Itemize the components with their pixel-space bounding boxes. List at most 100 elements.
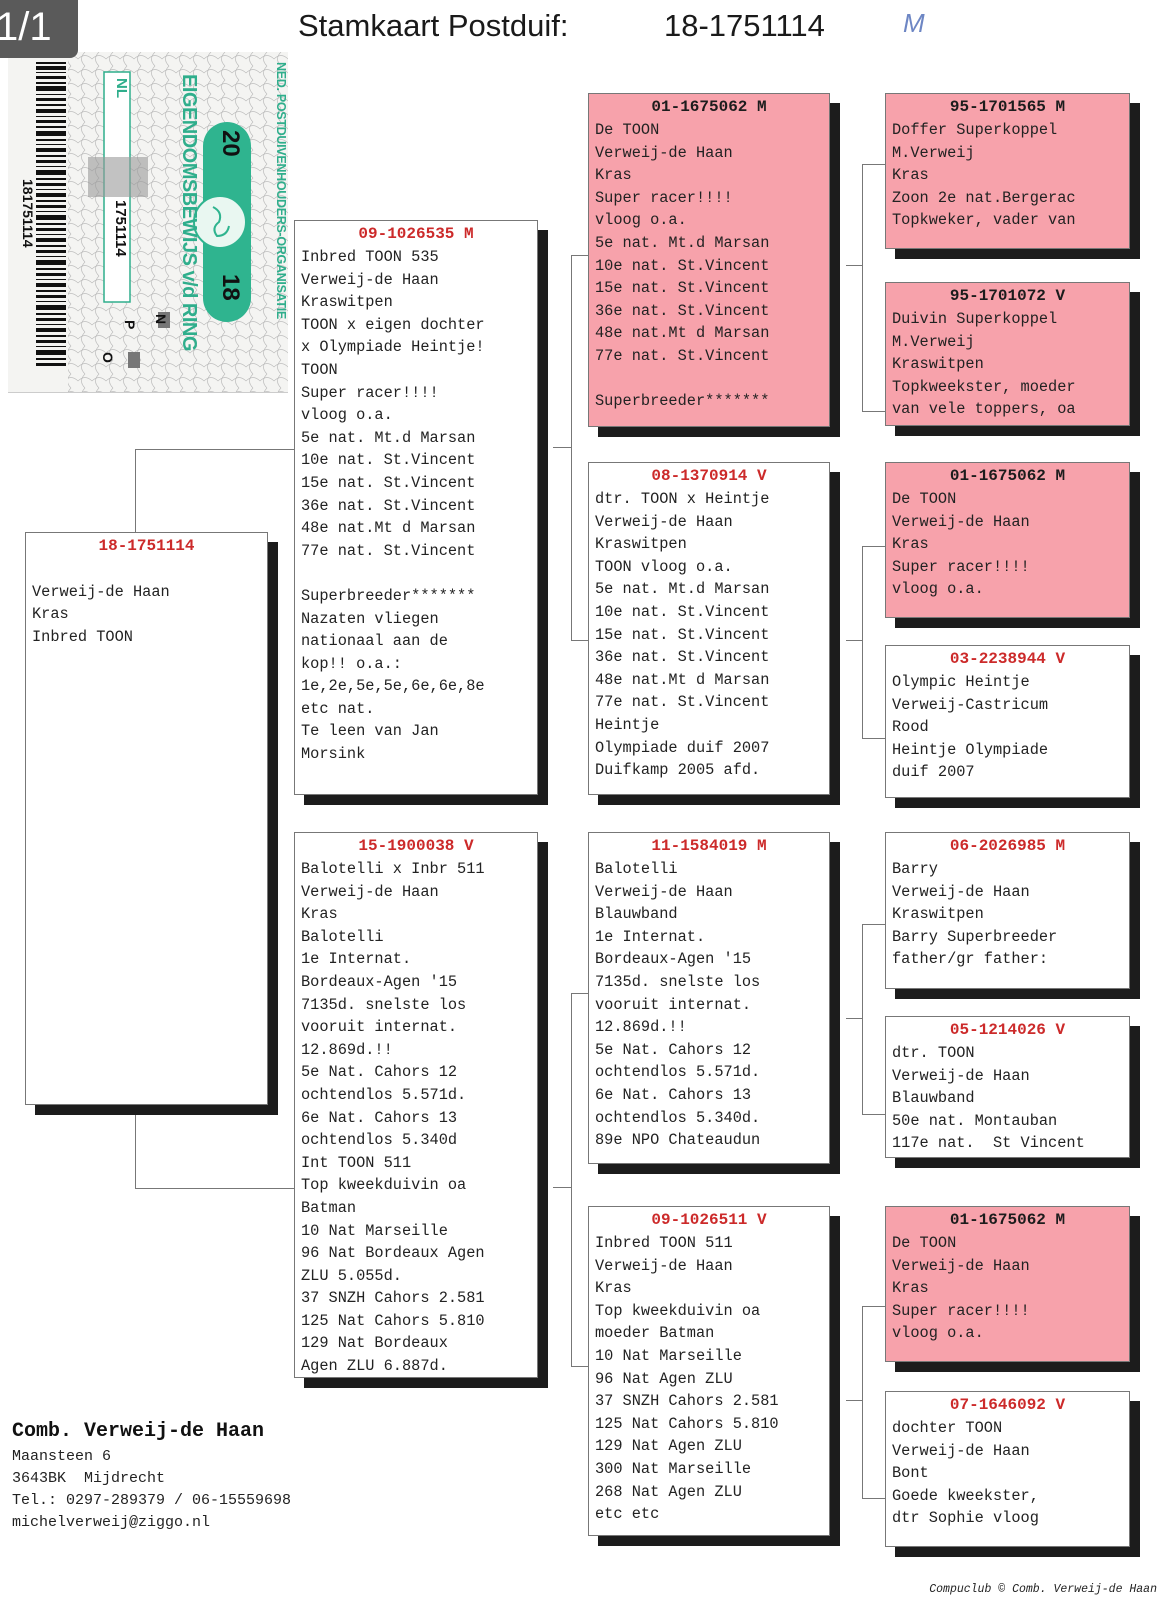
pedigree-line: 10e nat. St.Vincent [595, 602, 770, 621]
connector-sd-stub [846, 640, 862, 641]
pedigree-line: 129 Nat Bordeaux [301, 1334, 448, 1353]
pedigree-line: 7135d. snelste los [595, 972, 761, 991]
pedigree-line: 10 Nat Marseille [301, 1221, 448, 1240]
pedigree-line: 129 Nat Agen ZLU [595, 1437, 742, 1456]
pedigree-line: Heintje [595, 715, 660, 734]
pedigree-line: dtr Sophie vloog [892, 1509, 1039, 1528]
pedigree-line: Super racer!!!! [892, 1301, 1030, 1320]
ring-number: 01-1675062 M [949, 1211, 1066, 1229]
owner-name: Comb. Verweij-de Haan [12, 1420, 265, 1443]
pedigree-line: De TOON [892, 490, 957, 508]
pedigree-line: 89e NPO Chateaudun [595, 1131, 761, 1150]
pedigree-line: Super racer!!!! [595, 188, 733, 207]
pedigree-line: 36e nat. St.Vincent [595, 301, 770, 320]
ring-number: 18-1751114 [98, 537, 195, 555]
pedigree-line: ochtendlos 5.340d [301, 1131, 458, 1150]
page-indicator: 1/1 [0, 0, 78, 58]
connector-dd-stub [846, 1400, 862, 1401]
pedigree-line: 77e nat. St.Vincent [301, 541, 476, 560]
pedigree-line: 48e nat.Mt d Marsan [595, 324, 770, 343]
pedigree-line: Duivin Superkoppel [892, 310, 1058, 328]
pedigree-line: Top kweekduivin oa [595, 1301, 761, 1320]
pedigree-line: vooruit internat. [595, 995, 752, 1014]
pedigree-line: Top kweekduivin oa [301, 1176, 467, 1195]
pedigree-line: 77e nat. St.Vincent [595, 346, 770, 365]
pedigree-line: etc nat. [301, 699, 375, 718]
card-title: EIGENDOMSBEWIJS v/d RING [178, 74, 200, 351]
pedigree-line: ochtendlos 5.571d. [301, 1085, 467, 1104]
pedigree-line: 37 SNZH Cahors 2.581 [301, 1289, 485, 1308]
pedigree-line: vooruit internat. [301, 1018, 458, 1037]
pedigree-line: Inbred TOON 511 [595, 1234, 733, 1252]
pedigree-line: De TOON [595, 121, 660, 139]
pedigree-line: Verweij-de Haan [301, 882, 439, 901]
pedigree-line: Rood [892, 718, 929, 737]
pedigree-line: 48e nat.Mt d Marsan [301, 519, 476, 538]
connector-ds [862, 924, 887, 1115]
pedigree-line: Heintje Olympiade [892, 740, 1049, 759]
pedigree-line: kop!! o.a.: [301, 654, 402, 673]
pedigree-line: 36e nat. St.Vincent [301, 496, 476, 515]
pedigree-line: Doffer Superkoppel [892, 121, 1058, 139]
pedigree-line: ZLU 5.055d. [301, 1266, 402, 1285]
pedigree-line: 6e Nat. Cahors 13 [301, 1108, 458, 1127]
pedigree-line: 1e Internat. [301, 950, 412, 969]
card-year-right: 18 [217, 274, 244, 301]
pedigree-line: ochtendlos 5.340d. [595, 1108, 761, 1127]
ring-number: 09-1026535 M [358, 225, 474, 243]
ring-number: 15-1900038 V [358, 837, 474, 855]
pedigree-line: Verweij-de Haan [892, 1066, 1030, 1085]
pedigree-line: 117e nat. St Vincent [892, 1134, 1085, 1153]
pedigree-line: Verweij-de Haan [892, 512, 1030, 531]
pedigree-line: Kras [301, 905, 338, 924]
pedigree-line: Balotelli [301, 927, 384, 946]
pedigree-line: Verweij-de Haan [892, 1256, 1030, 1275]
pedigree-line: 6e Nat. Cahors 13 [595, 1085, 752, 1104]
pedigree-line: 5e nat. Mt.d Marsan [595, 233, 770, 252]
pedigree-line: Inbred TOON [32, 627, 133, 646]
pedigree-line: dochter TOON [892, 1419, 1003, 1437]
pedigree-line: Blauwband [595, 905, 678, 924]
pedigree-line: TOON x eigen dochter [301, 315, 485, 334]
pedigree-line: Bordeaux-Agen '15 [301, 972, 458, 991]
connector-dam [571, 993, 590, 1367]
pedigree-line: M.Verweij [892, 143, 975, 162]
pedigree-line: Zoon 2e nat.Bergerac [892, 188, 1076, 207]
pedigree-line: 12.869d.!! [595, 1018, 687, 1037]
pedigree-line: Verweij-de Haan [892, 882, 1030, 901]
pedigree-line: Int TOON 511 [301, 1153, 412, 1172]
owner-email[interactable]: michelverweij@ziggo.nl [12, 1514, 211, 1531]
pedigree-line: Kras [32, 605, 69, 624]
pedigree-line: father/gr father: [892, 950, 1049, 969]
pedigree-line: Verweij-Castricum [892, 695, 1049, 714]
pedigree-line: 7135d. snelste los [301, 995, 467, 1014]
owner-info: Comb. Verweij-de Haan Maansteen 6 3643BK… [12, 1418, 291, 1534]
pedigree-line: 5e Nat. Cahors 12 [595, 1040, 752, 1059]
ring-number: 05-1214026 V [949, 1021, 1066, 1039]
ownership-card-graphic [36, 52, 288, 392]
pedigree-line: Kras [892, 535, 929, 554]
pedigree-line: Balotelli [595, 860, 678, 878]
connector-ds-stub [846, 1018, 862, 1019]
pedigree-line: 5e nat. Mt.d Marsan [595, 580, 770, 599]
pedigree-line: 77e nat. St.Vincent [595, 693, 770, 712]
card-ring-number: 1751114 [112, 200, 129, 257]
card-logo-letter-n: N [153, 314, 169, 325]
pedigree-line: Superbreeder******* [595, 392, 770, 411]
pedigree-line: Agen ZLU 6.887d. [301, 1357, 448, 1376]
